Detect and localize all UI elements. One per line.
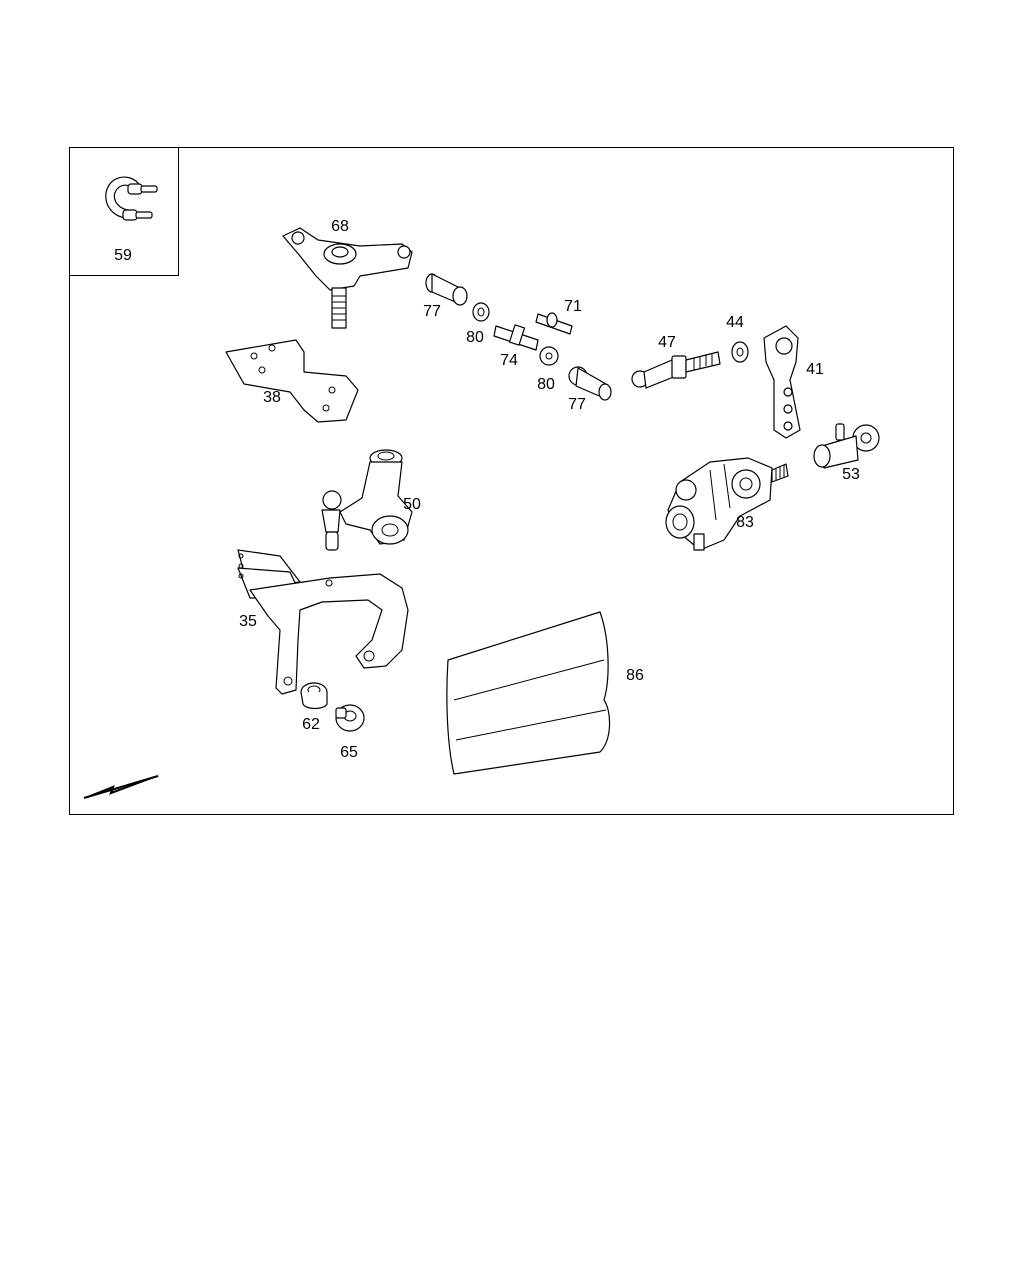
label-part-38: 38: [263, 389, 281, 406]
part-83-valve-assembly[interactable]: [665, 457, 789, 551]
label-part-77-lower: 77: [568, 396, 586, 413]
label-part-50: 50: [403, 496, 421, 513]
part-62-bushing[interactable]: [300, 682, 328, 710]
part-38-bracket-plate[interactable]: [225, 339, 359, 423]
part-65-washer[interactable]: [335, 704, 365, 732]
label-part-86: 86: [626, 667, 644, 684]
diagram-frame: [69, 147, 954, 815]
label-part-47: 47: [658, 334, 676, 351]
part-86-cover[interactable]: [446, 611, 611, 775]
label-part-44: 44: [726, 314, 744, 331]
part-80a-nut[interactable]: [472, 302, 490, 322]
label-part-80-lower: 80: [537, 376, 555, 393]
part-44-bushing[interactable]: [731, 341, 749, 363]
part-41-lever-arm[interactable]: [763, 325, 801, 439]
part-74-stud[interactable]: [493, 324, 539, 351]
part-59-u-clip[interactable]: [105, 176, 158, 221]
label-part-65: 65: [340, 744, 358, 761]
part-53-ball-socket[interactable]: [813, 423, 880, 469]
label-part-80-upper: 80: [466, 329, 484, 346]
part-71-pin[interactable]: [535, 312, 573, 335]
part-77b-ball-joint[interactable]: [568, 366, 612, 401]
part-50-intermediate-lever[interactable]: [321, 449, 413, 551]
label-part-41: 41: [806, 361, 824, 378]
part-80b-nut[interactable]: [539, 346, 559, 366]
label-part-74: 74: [500, 352, 518, 369]
label-part-83: 83: [736, 514, 754, 531]
label-part-53: 53: [842, 466, 860, 483]
label-part-71: 71: [564, 298, 582, 315]
part-77a-bolt[interactable]: [425, 273, 468, 306]
part-47-ball-stud[interactable]: [631, 351, 721, 389]
label-part-77-upper: 77: [423, 303, 441, 320]
label-part-35: 35: [239, 613, 257, 630]
label-part-59: 59: [114, 247, 132, 264]
direction-arrow-icon: [83, 775, 159, 799]
inset-box: [69, 147, 179, 276]
label-part-68: 68: [331, 218, 349, 235]
part-35-mounting-bracket[interactable]: [237, 549, 409, 695]
part-68-lever-mount[interactable]: [282, 227, 413, 329]
label-part-62: 62: [302, 716, 320, 733]
